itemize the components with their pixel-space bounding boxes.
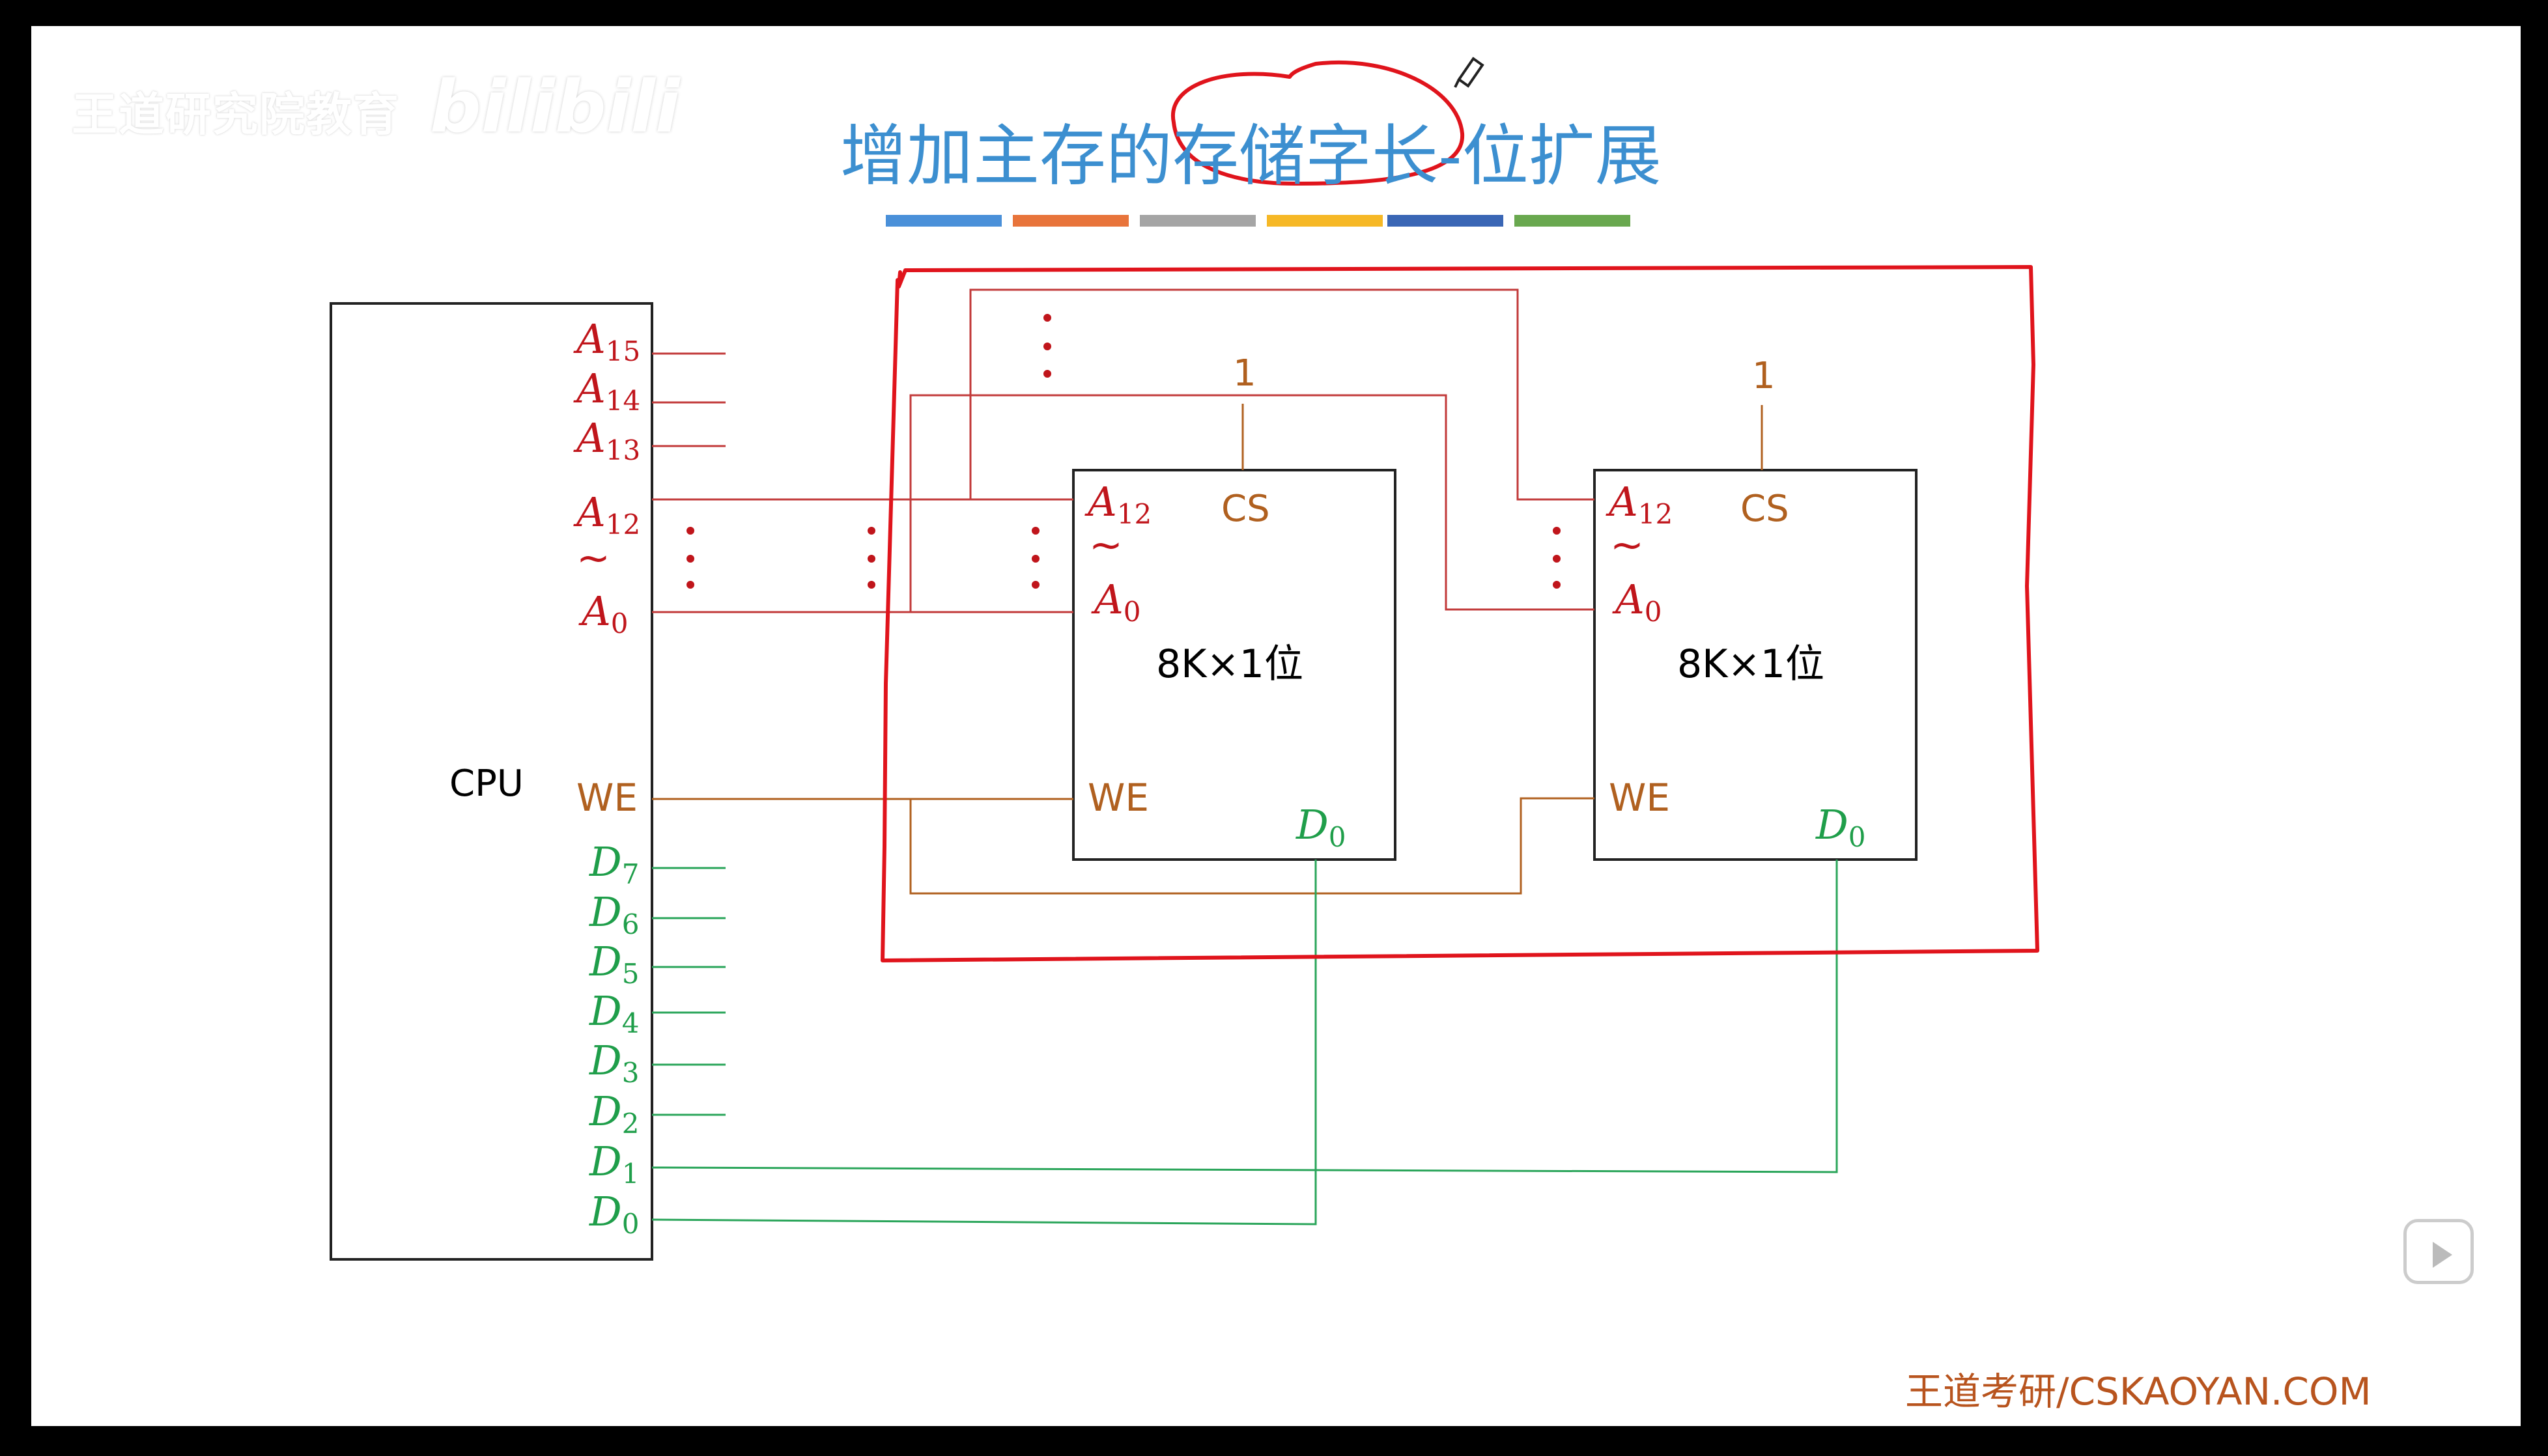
cpu-pin-d5: D [589, 938, 622, 985]
hand-drawn-annotations [881, 60, 2039, 962]
svg-text:A13: A13 [573, 414, 640, 466]
svg-text:A0: A0 [578, 587, 629, 639]
cpu-address-labels: A15 A14 A13 A12 ~ A0 [573, 315, 640, 639]
chip-1-pin-a0: A [1091, 576, 1124, 623]
svg-text:A12: A12 [1606, 478, 1673, 530]
watermark-channel: 王道研究院教育 [72, 88, 400, 141]
bilibili-logo: bilibili [430, 65, 680, 148]
chip-2-capacity: 8K×1位 [1677, 641, 1824, 687]
chip-1-cs-label: CS [1221, 488, 1270, 530]
play-icon [2433, 1242, 2452, 1268]
svg-text:A0: A0 [1612, 576, 1662, 628]
cpu-pin-d2: D [589, 1087, 622, 1135]
chip-1-pin-tilde: ~ [1089, 521, 1123, 568]
svg-text:D0: D0 [1815, 801, 1865, 853]
svg-text:D0: D0 [1295, 801, 1346, 853]
footer-brand: 王道考研/CSKAOYAN.COM [1905, 1369, 2371, 1414]
chip-1-labels: 1 CS A12 ~ A0 8K×1位 WE D0 [1084, 352, 1346, 853]
play-button[interactable] [2403, 1219, 2474, 1284]
underline-bar-green [1514, 215, 1630, 227]
cpu-pin-d0: D [589, 1188, 622, 1235]
cpu-pin-tilde: ~ [576, 534, 610, 581]
memory-chip-2 [1593, 469, 1918, 861]
cpu-pin-a14: A [573, 365, 606, 412]
svg-text:D4: D4 [589, 987, 639, 1039]
svg-text:D5: D5 [589, 938, 639, 990]
cpu-pin-a15: A [573, 315, 606, 363]
chip-1-cs-value: 1 [1233, 352, 1256, 395]
svg-text:D3: D3 [589, 1037, 639, 1089]
svg-text:A12: A12 [1084, 478, 1152, 530]
page-title: 增加主存的存储字长-位扩展 [840, 118, 1662, 195]
chip-2-pin-a12: A [1606, 478, 1638, 525]
chip-2-labels: 1 CS A12 ~ A0 8K×1位 WE D0 [1606, 355, 1865, 853]
emphasis-circle [1170, 60, 1465, 186]
svg-text:A15: A15 [573, 315, 640, 367]
cpu-pin-d1: D [589, 1138, 622, 1185]
svg-text:A14: A14 [573, 365, 640, 417]
cpu-pin-a0: A [578, 587, 611, 635]
slide-background [31, 26, 2521, 1426]
cpu-pin-d4: D [589, 987, 622, 1035]
svg-text:D2: D2 [589, 1087, 639, 1140]
svg-text:D6: D6 [589, 888, 639, 940]
chip-1-pin-a12: A [1084, 478, 1117, 525]
svg-text:D1: D1 [589, 1138, 639, 1190]
svg-text:D7: D7 [589, 838, 639, 890]
highlight-region-outline [881, 265, 2039, 962]
underline-bar-gray [1140, 215, 1256, 227]
cpu-pin-a12: A [573, 488, 606, 536]
memory-chip-1 [1072, 469, 1396, 861]
data-wires [651, 860, 1838, 1225]
chip-1-capacity: 8K×1位 [1156, 641, 1303, 687]
address-ellipsis-dots [687, 314, 1561, 589]
cpu-pin-d3: D [589, 1037, 622, 1084]
cs-wires [1241, 404, 1763, 470]
underline-bar-yellow [1267, 215, 1383, 227]
cpu-pin-d7: D [589, 838, 622, 886]
svg-text:A0: A0 [1091, 576, 1141, 628]
chip-2-pin-a0: A [1612, 576, 1645, 623]
address-wires [652, 288, 1594, 613]
underline-bar-orange [1013, 215, 1129, 227]
chip-2-we-label: WE [1609, 776, 1670, 820]
title-underline [886, 215, 1630, 227]
cpu-pin-a13: A [573, 414, 606, 462]
underline-bar-blue [886, 215, 1002, 227]
chip-2-pin-d0: D [1815, 801, 1848, 848]
chip-1-we-label: WE [1088, 776, 1149, 820]
svg-text:D0: D0 [589, 1188, 639, 1240]
we-wires [652, 797, 1594, 895]
chip-2-pin-tilde: ~ [1610, 521, 1644, 568]
svg-text:A12: A12 [573, 488, 640, 540]
cpu-pin-d6: D [589, 888, 622, 936]
cpu-data-labels: D7 D6 D5 D4 D3 D2 D1 D0 [589, 838, 639, 1240]
chip-1-pin-d0: D [1295, 801, 1329, 848]
pencil-cursor-icon [1454, 57, 1484, 88]
cpu-we-label: WE [576, 776, 638, 820]
chip-2-cs-value: 1 [1752, 355, 1776, 397]
underline-bar-navy [1387, 215, 1503, 227]
cpu-label: CPU [449, 763, 524, 805]
chip-2-cs-label: CS [1740, 488, 1789, 530]
cpu-box [330, 302, 653, 1261]
